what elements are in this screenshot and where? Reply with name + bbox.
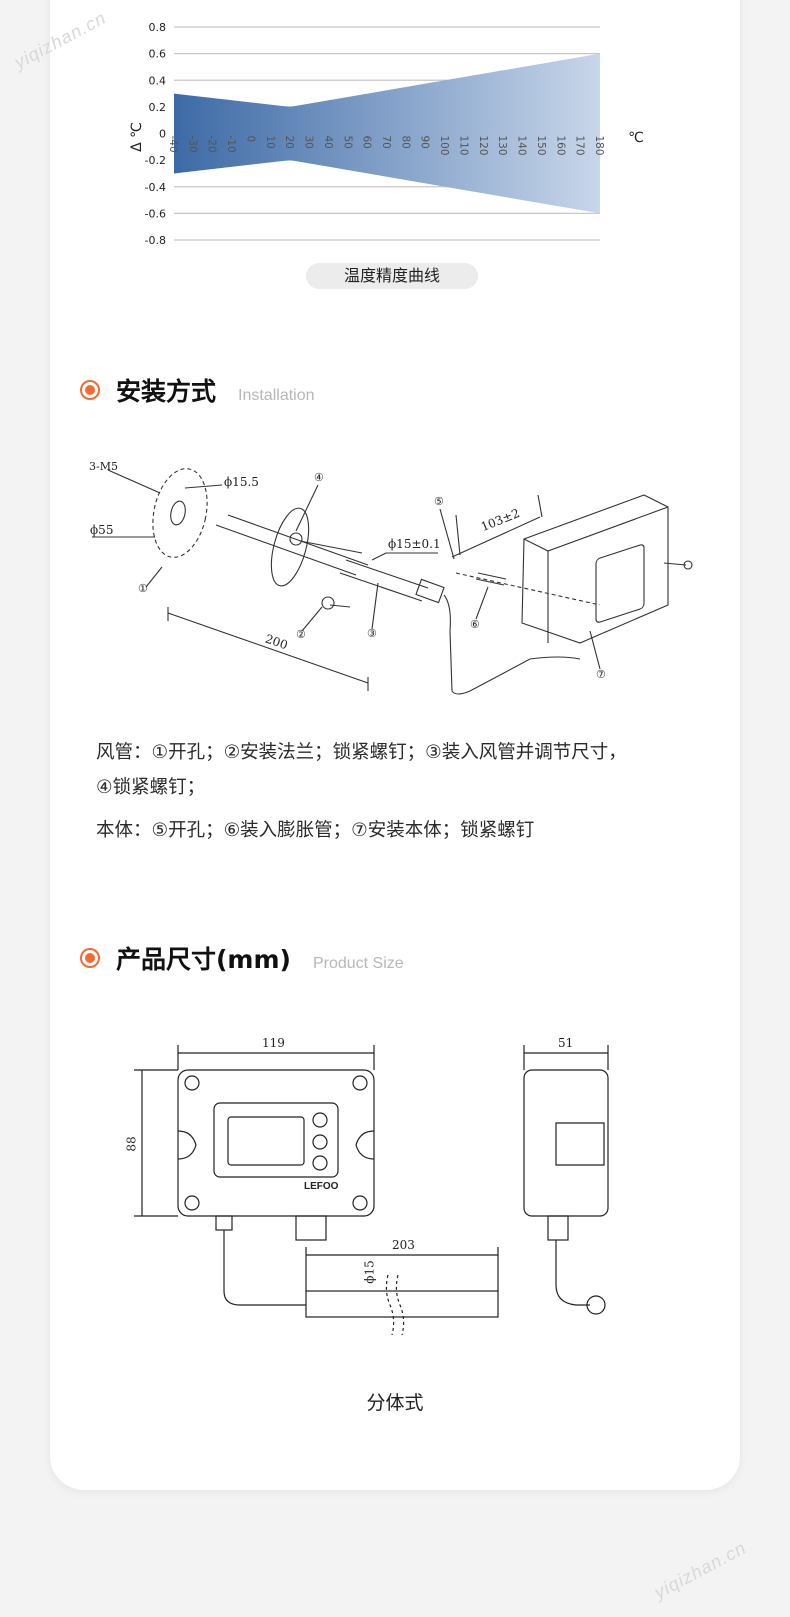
x-tick-label: 70 bbox=[380, 136, 392, 149]
installation-header: 安装方式 Installation bbox=[80, 372, 315, 408]
x-tick-label: -30 bbox=[186, 136, 198, 153]
dim-width: 119 bbox=[262, 1036, 285, 1050]
content-card bbox=[50, 0, 740, 1490]
y-tick-label: -0.6 bbox=[145, 207, 166, 220]
x-tick-label: 40 bbox=[322, 136, 334, 149]
installation-line-3: 本体：⑤开孔；⑥装入膨胀管；⑦安装本体；锁紧螺钉 bbox=[96, 820, 535, 841]
y-axis-label: Δ ℃ bbox=[129, 122, 145, 152]
installation-diagram-labels: 3-M5 ϕ15.5 ϕ55 ϕ15±0.1 200 103±2 ① ② ③ ④… bbox=[0, 455, 790, 715]
size-caption: 分体式 bbox=[366, 1392, 424, 1414]
x-tick-label: 0 bbox=[244, 136, 256, 143]
bullet-icon bbox=[80, 948, 100, 968]
callout-6: ⑥ bbox=[470, 618, 480, 631]
size-diagram-labels: 119 88 51 203 ϕ15 LEFOO bbox=[0, 1035, 790, 1335]
callout-4: ④ bbox=[314, 471, 324, 484]
x-tick-label: 50 bbox=[341, 136, 353, 149]
y-tick-label: 0 bbox=[159, 128, 166, 141]
x-tick-label: -20 bbox=[206, 136, 218, 153]
x-tick-label: 130 bbox=[496, 136, 508, 156]
section-title: 产品尺寸(mm) bbox=[116, 945, 291, 974]
accuracy-chart: 0.8 0.6 0.4 0.2 0 -0.2 -0.4 -0.6 -0.8 -40 -30 -20-… bbox=[129, 21, 644, 247]
bullet-icon bbox=[80, 380, 100, 400]
x-tick-label: 140 bbox=[516, 136, 528, 156]
dim-probe-dia: ϕ15 bbox=[362, 1260, 377, 1284]
dim-depth: 51 bbox=[558, 1036, 574, 1050]
chart-caption: 温度精度曲线 bbox=[306, 263, 478, 289]
x-tick-label: 10 bbox=[264, 136, 276, 149]
x-unit-label: ℃ bbox=[628, 130, 644, 146]
x-tick-label: 100 bbox=[438, 136, 450, 156]
callout-7: ⑦ bbox=[596, 668, 606, 681]
y-tick-label: 0.4 bbox=[149, 74, 167, 87]
section-title: 安装方式 bbox=[116, 377, 217, 406]
callout-1: ① bbox=[138, 582, 148, 595]
section-subtitle: Product Size bbox=[312, 955, 404, 972]
y-tick-label: -0.4 bbox=[145, 181, 166, 194]
dim-height: 88 bbox=[124, 1136, 139, 1152]
y-tick-label: 0.6 bbox=[149, 48, 167, 61]
x-tick-label: -10 bbox=[225, 136, 237, 153]
y-tick-label: 0.2 bbox=[149, 101, 167, 114]
size-header: 产品尺寸(mm) Product Size bbox=[80, 940, 404, 976]
section-subtitle: Installation bbox=[238, 387, 315, 404]
x-tick-label: 20 bbox=[283, 136, 295, 149]
x-tick-label: 110 bbox=[457, 136, 469, 156]
accuracy-band bbox=[174, 53, 600, 214]
x-tick-label: -40 bbox=[167, 136, 179, 153]
label-phi15: ϕ15±0.1 bbox=[388, 537, 441, 551]
x-tick-label: 180 bbox=[593, 136, 605, 156]
x-tick-label: 60 bbox=[361, 136, 373, 149]
y-tick-label: 0.8 bbox=[149, 21, 167, 34]
x-tick-label: 30 bbox=[303, 136, 315, 149]
callout-5: ⑤ bbox=[434, 495, 444, 508]
label-200: 200 bbox=[263, 631, 290, 653]
dim-probe-length: 203 bbox=[392, 1238, 415, 1252]
label-phi55: ϕ55 bbox=[90, 523, 114, 537]
x-tick-label: 90 bbox=[419, 136, 431, 149]
installation-line-2: ④锁紧螺钉； bbox=[96, 777, 206, 798]
label-phi155: ϕ15.5 bbox=[224, 475, 259, 489]
callout-2: ② bbox=[296, 628, 306, 641]
x-tick-label: 120 bbox=[477, 136, 489, 156]
label-holes: 3-M5 bbox=[89, 460, 118, 473]
x-tick-label: 160 bbox=[554, 136, 566, 156]
x-tick-label: 170 bbox=[574, 136, 586, 156]
watermark: yiqizhan.cn bbox=[650, 1537, 750, 1603]
y-tick-label: -0.8 bbox=[145, 234, 166, 247]
x-tick-label: 150 bbox=[535, 136, 547, 156]
label-103: 103±2 bbox=[478, 505, 522, 535]
x-tick-label: 80 bbox=[399, 136, 411, 149]
brand-logo: LEFOO bbox=[304, 1181, 339, 1192]
y-tick-label: -0.2 bbox=[145, 154, 166, 167]
size-diagram bbox=[134, 1045, 609, 1335]
installation-line-1: 风管：①开孔；②安装法兰；锁紧螺钉；③装入风管并调节尺寸， bbox=[96, 742, 627, 763]
callout-3: ③ bbox=[367, 627, 377, 640]
installation-diagram bbox=[92, 468, 693, 695]
